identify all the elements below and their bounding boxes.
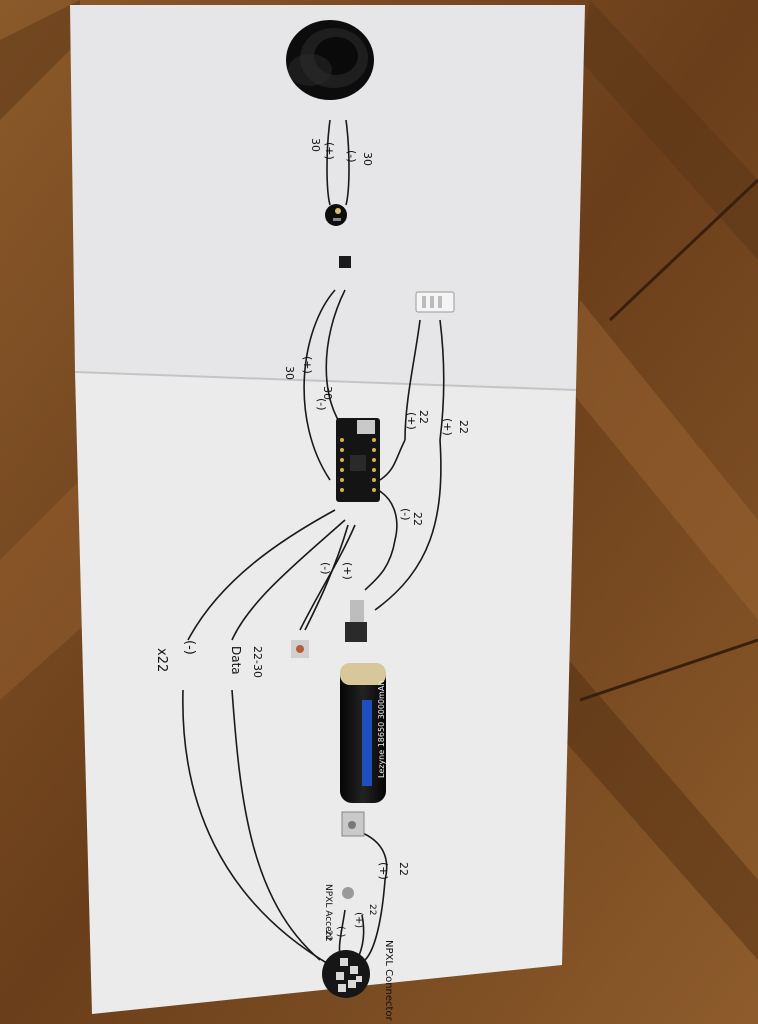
pushbutton-icon (291, 640, 309, 658)
label-gauge-22-a: 22 (457, 420, 470, 434)
label-conn-pos-top: (+) (441, 418, 454, 436)
battery-icon: Lezyne 18650 3000mAh (340, 663, 386, 803)
label-bat-pos: (+) (377, 862, 390, 880)
label-mcu-right-neg: (-) (399, 508, 412, 521)
microcontroller-board (336, 418, 380, 502)
label-speaker-neg: (-) (345, 150, 358, 163)
label-npxl-connector: NPXL Connector (383, 940, 394, 1022)
amplifier-module (325, 204, 347, 226)
label-btn-b: (+) (341, 562, 354, 580)
label-gauge-22-f: 22 (323, 930, 333, 941)
label-gauge-22-e: 22 (367, 904, 377, 915)
label-npxl-pos: (+) (353, 912, 364, 928)
label-gauge-30-a: 30 (283, 366, 296, 380)
label-gauge-30-b: 30 (321, 386, 334, 400)
label-gauge-22-d: 22 (397, 862, 410, 876)
neopixel-icon (322, 950, 370, 998)
label-gauge-22-c: 22 (411, 512, 424, 526)
small-ic-component (339, 256, 351, 268)
label-speaker-pos: (+) (323, 142, 336, 160)
handwritten-labels: (-) (+) 30 30 (+) 22 (+) 22 (+) 30 (-) 3… (154, 138, 470, 1022)
label-mcu-left-pos: (+) (301, 356, 314, 374)
slide-switch (345, 600, 367, 642)
speaker-icon (286, 20, 374, 100)
npxl-accent-led (342, 887, 354, 899)
battery-label: Lezyne 18650 3000mAh (377, 681, 386, 778)
label-mcu-left-neg: (-) (315, 398, 328, 411)
label-npxl-accent: NPXL Accent (323, 884, 333, 941)
label-speaker-gauge-b: 30 (309, 138, 322, 152)
label-x22: x22 (154, 648, 169, 672)
label-gauge-22-b: 22 (417, 410, 430, 424)
jst-connector (415, 291, 455, 313)
label-npxl-neg: (-) (335, 926, 346, 938)
label-neg-x22: (-) (182, 640, 197, 655)
paper-sheets (70, 5, 585, 1014)
battery-contact (341, 811, 365, 837)
label-data: Data (229, 646, 243, 675)
wiring-lines (182, 119, 445, 966)
label-data-gauge: 22-30 (251, 646, 264, 678)
label-btn-a: (-) (319, 562, 332, 575)
label-speaker-gauge-a: 30 (361, 152, 374, 166)
label-mcu-pos-mid: (+) (405, 412, 418, 430)
